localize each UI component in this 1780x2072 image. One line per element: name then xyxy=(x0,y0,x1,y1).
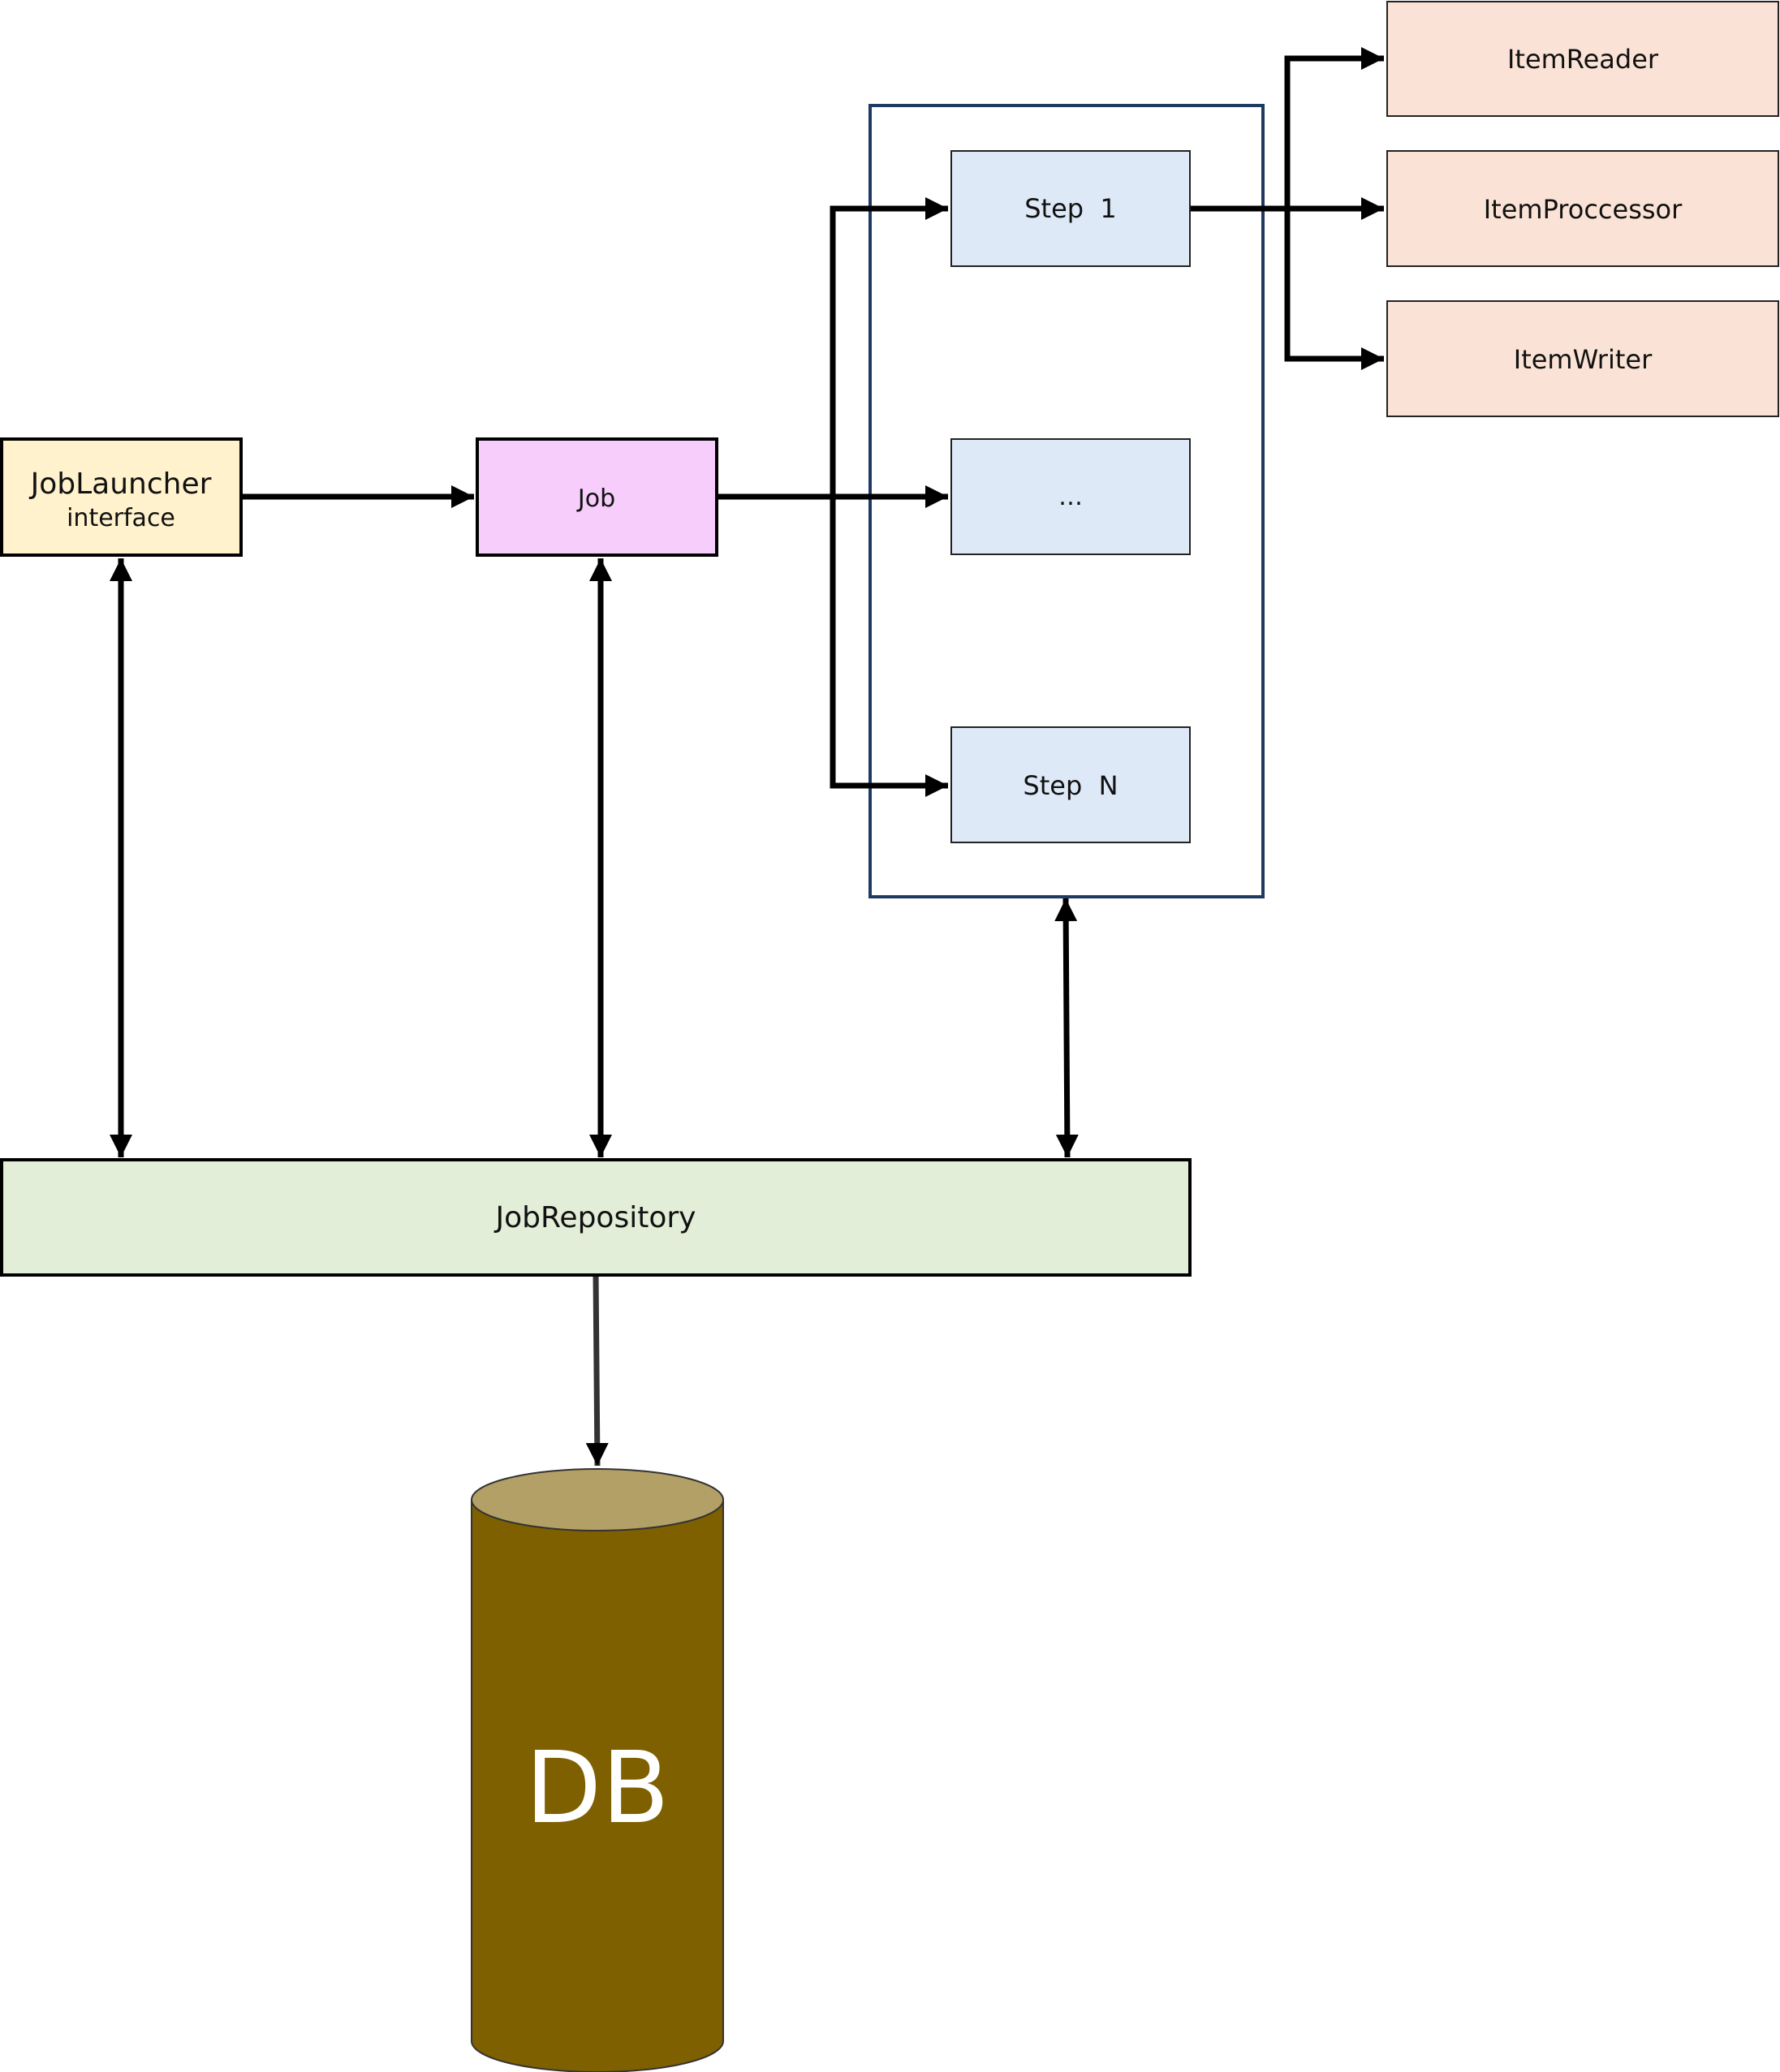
step-1-label: Step 1 xyxy=(1024,193,1117,224)
step-ellipsis-label: … xyxy=(1058,483,1083,511)
item-writer-label: ItemWriter xyxy=(1514,344,1653,375)
step-1-node: Step 1 xyxy=(950,150,1191,267)
job-launcher-subtitle: interface xyxy=(67,504,175,532)
job-repository-node: JobRepository xyxy=(0,1158,1192,1277)
item-processor-label: ItemProccessor xyxy=(1484,194,1683,225)
connectors xyxy=(110,47,1384,1467)
step-ellipsis-node: … xyxy=(950,438,1191,555)
arrow-step1-to-writer xyxy=(1284,209,1384,370)
item-processor-node: ItemProccessor xyxy=(1386,150,1779,267)
job-launcher-title: JobLauncher xyxy=(29,467,212,501)
job-label: Job xyxy=(576,485,615,513)
item-writer-node: ItemWriter xyxy=(1386,300,1779,417)
arrow-job-to-step-n xyxy=(830,497,948,797)
arrow-job-to-step-1 xyxy=(830,197,948,497)
db-top xyxy=(471,1468,724,1531)
db-cylinder: DB xyxy=(471,1468,724,2072)
arrow-repository-to-db xyxy=(585,1273,609,1467)
job-launcher-node: JobLauncher interface xyxy=(0,437,243,557)
item-reader-label: ItemReader xyxy=(1507,44,1659,75)
job-repository-label: JobRepository xyxy=(494,1201,696,1234)
job-node: Job xyxy=(476,437,718,557)
step-n-label: Step N xyxy=(1023,770,1118,801)
item-reader-node: ItemReader xyxy=(1386,1,1779,117)
db-label: DB xyxy=(525,1730,670,1846)
step-group-container xyxy=(868,104,1265,898)
arrow-steps-repository xyxy=(1054,898,1079,1158)
step-n-node: Step N xyxy=(950,726,1191,843)
arrow-step1-to-reader xyxy=(1284,47,1384,209)
